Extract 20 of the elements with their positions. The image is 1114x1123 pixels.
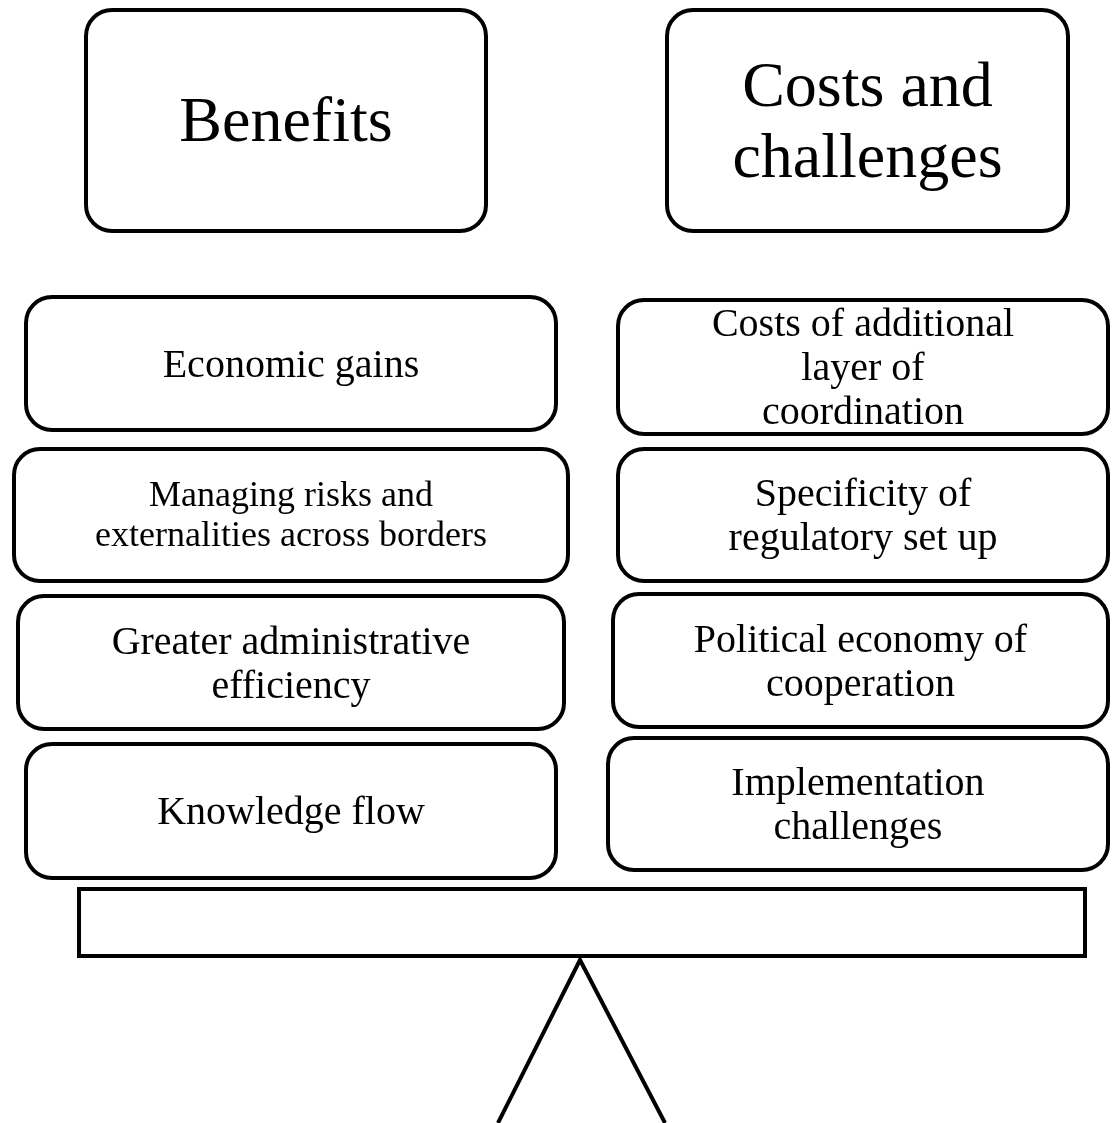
item-box (611, 592, 1110, 729)
box-label: Political economy of cooperation (692, 616, 1029, 705)
box-label: Benefits (179, 85, 393, 156)
box-label: Costs of additional layer of coordination (710, 301, 1016, 433)
box-label: Managing risks and externalities across borders (94, 475, 488, 555)
heading-box (84, 8, 488, 233)
box-label: Implementation challenges (730, 760, 986, 848)
heading-box (665, 8, 1070, 233)
box-label: Specificity of regulatory set up (727, 471, 999, 559)
item-box (16, 594, 566, 731)
box-label: Greater administrative efficiency (110, 618, 472, 707)
box-label: Costs and challenges (731, 50, 1004, 191)
item-box (606, 736, 1110, 872)
item-box (616, 447, 1110, 583)
item-box (12, 447, 570, 583)
box-label: Knowledge flow (157, 789, 425, 833)
item-box (24, 742, 558, 880)
item-box (616, 298, 1110, 436)
box-label: Economic gains (162, 341, 420, 386)
item-box (24, 295, 558, 432)
